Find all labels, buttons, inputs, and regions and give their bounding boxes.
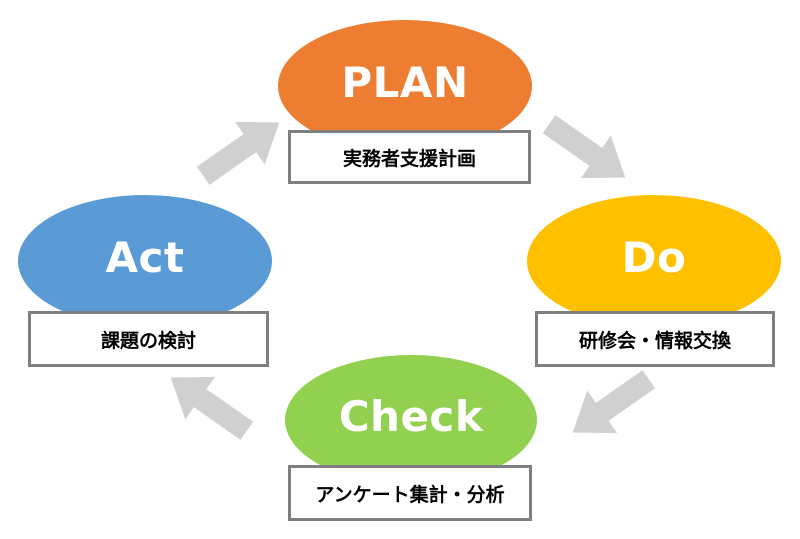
act-ellipse: Act — [18, 195, 272, 327]
act-label: 課題の検討 — [100, 329, 196, 352]
arrow-plan-to-do — [542, 115, 626, 179]
plan-label: 実務者支援計画 — [342, 147, 476, 170]
plan-title: PLAN — [341, 57, 469, 107]
do-label: 研修会・情報交換 — [578, 329, 731, 352]
do-ellipse: Do — [527, 195, 781, 327]
act-title: Act — [105, 232, 185, 282]
arrow-act-to-plan — [196, 121, 280, 185]
act-label-box: 課題の検討 — [28, 311, 269, 367]
check-label-box: アンケート集計・分析 — [288, 465, 532, 521]
check-title: Check — [338, 391, 484, 441]
do-label-box: 研修会・情報交換 — [535, 311, 775, 367]
check-ellipse: Check — [285, 355, 537, 485]
arrow-check-to-act — [170, 376, 254, 440]
plan-label-box: 実務者支援計画 — [288, 130, 531, 184]
arrow-do-to-check — [572, 370, 656, 434]
check-label: アンケート集計・分析 — [315, 483, 505, 506]
do-title: Do — [621, 232, 687, 282]
